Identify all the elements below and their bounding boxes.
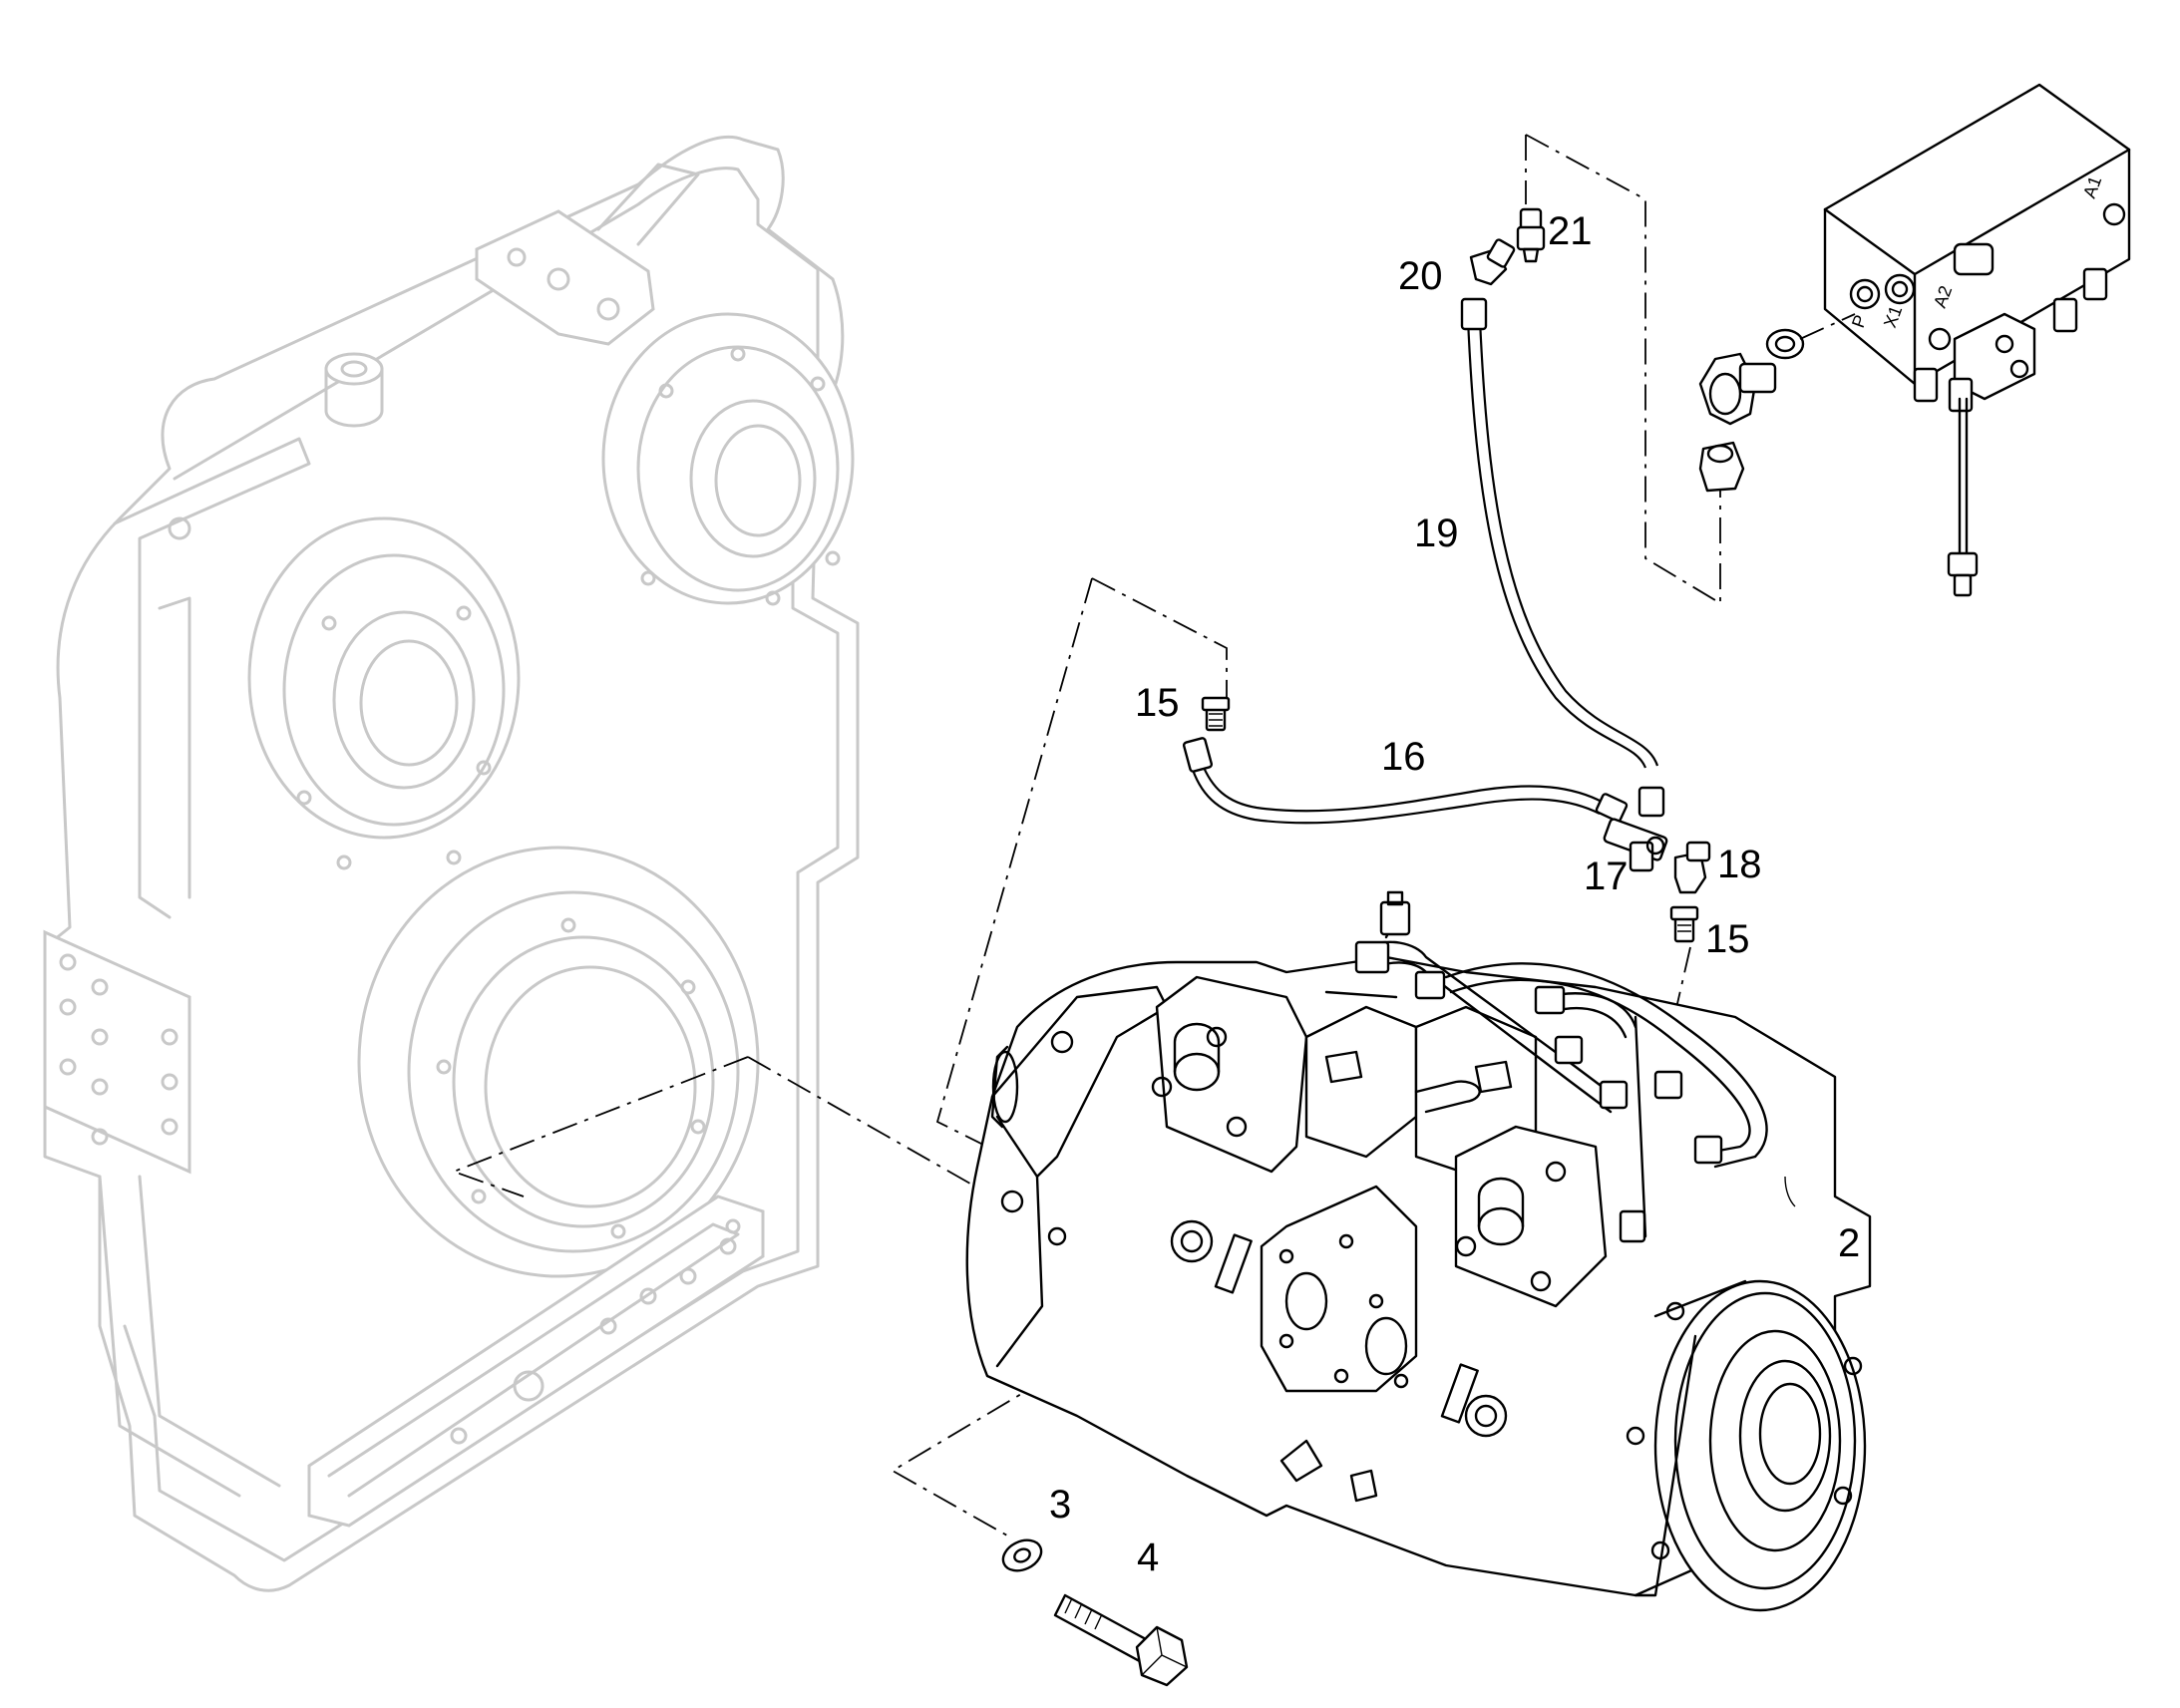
hose-16 [1182, 737, 1629, 825]
callout-17: 17 [1584, 854, 1629, 898]
callout-15-upper: 15 [1135, 681, 1180, 725]
fitting-15-upper [1201, 696, 1231, 732]
fitting-21-adapter [1516, 207, 1546, 263]
fitting-20-elbow [1469, 238, 1516, 286]
callout-3: 3 [1049, 1483, 1071, 1527]
control-valve-block: A1 A2 P X1 [1698, 83, 2131, 597]
callout-21: 21 [1548, 209, 1593, 253]
hose-19 [1460, 297, 1665, 818]
callout-19: 19 [1414, 512, 1459, 555]
hydraulic-pump [965, 890, 1872, 1612]
callout-16: 16 [1381, 735, 1426, 779]
callout-2: 2 [1838, 1221, 1860, 1265]
fitting-15-lower [1669, 905, 1699, 943]
callout-labels: 2 3 4 15 15 16 17 18 19 20 21 [1049, 209, 1860, 1579]
fitting-18-elbow [1673, 841, 1711, 894]
gearbox-housing [43, 135, 860, 1592]
fitting-17-tee [1603, 818, 1668, 872]
washer-3 [1001, 1538, 1043, 1572]
bolt-4 [1053, 1593, 1189, 1687]
callout-15-lower: 15 [1705, 917, 1750, 961]
callout-20: 20 [1398, 254, 1443, 298]
callout-18: 18 [1717, 843, 1762, 886]
callout-4: 4 [1137, 1536, 1159, 1579]
